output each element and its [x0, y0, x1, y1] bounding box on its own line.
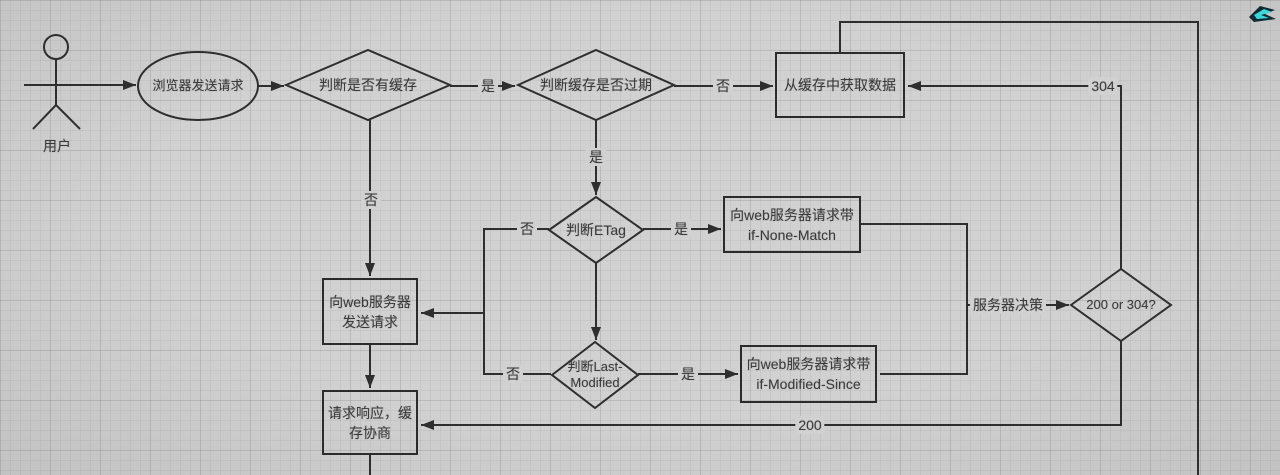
diamond-check-last-modified-line1: 判断Last-: [567, 359, 623, 374]
diamond-has-cache-label: 判断是否有缓存: [319, 77, 417, 93]
node-send-request-line1: 向web服务器: [329, 293, 411, 310]
node-send-request-line2: 发送请求: [342, 313, 398, 330]
node-response-negotiation-line1: 请求响应，缓: [328, 404, 412, 421]
edge-label-no-etag: 否: [517, 220, 537, 238]
node-request-if-modified-since-line2: if-Modified-Since: [756, 376, 861, 392]
actor-label: 用户: [43, 138, 71, 154]
diamond-cache-expired-label: 判断缓存是否过期: [540, 77, 652, 93]
diamond-status-decision: [1069, 267, 1173, 343]
node-request-if-modified-since-line1: 向web服务器请求带: [746, 356, 871, 372]
edge-label-200: 200: [795, 416, 825, 434]
diamond-check-last-modified-label: 判断Last- Modified: [568, 359, 623, 391]
actor-stick-figure: [24, 34, 95, 130]
edge-read-cache-return-loop: [839, 21, 1199, 475]
edge-no-branches-merge: [483, 228, 551, 375]
edge-label-no-cache-expired: 否: [713, 77, 733, 95]
start-ellipse-label: 浏览器发送请求: [152, 78, 244, 93]
edge-label-no-last-modified: 否: [503, 365, 523, 383]
node-read-cache-label: 从缓存中获取数据: [784, 77, 896, 93]
node-read-cache: 从缓存中获取数据: [775, 52, 905, 118]
diamond-check-last-modified-line2: Modified: [570, 375, 620, 390]
node-request-if-none-match: 向web服务器请求带 if-None-Match: [723, 196, 861, 253]
node-request-if-modified-since: 向web服务器请求带 if-Modified-Since: [740, 345, 877, 403]
diamond-check-etag-label: 判断ETag: [566, 222, 626, 238]
node-send-request: 向web服务器 发送请求: [322, 278, 418, 345]
edge-label-yes-cache-expired: 是: [586, 148, 606, 166]
edge-label-no-has-cache: 否: [361, 191, 381, 209]
node-response-negotiation-line2: 存协商: [349, 424, 391, 441]
edge-requests-join: [861, 223, 968, 375]
edge-200-to-response: [421, 341, 1122, 430]
video-watermark-icon: [1249, 6, 1276, 22]
edge-label-yes-has-cache: 是: [478, 77, 498, 95]
edge-label-304: 304: [1088, 77, 1118, 95]
node-request-if-none-match-line2: if-None-Match: [748, 226, 836, 243]
edge-label-server-decision: 服务器决策: [970, 296, 1046, 314]
edge-label-yes-etag: 是: [671, 220, 691, 238]
edge-label-yes-last-modified: 是: [678, 365, 698, 383]
diamond-status-decision-label: 200 or 304?: [1086, 297, 1156, 312]
node-response-negotiation: 请求响应，缓 存协商: [322, 390, 418, 455]
edge-304-to-read-cache: [908, 81, 1122, 269]
node-request-if-none-match-line1: 向web服务器请求带: [730, 206, 854, 223]
